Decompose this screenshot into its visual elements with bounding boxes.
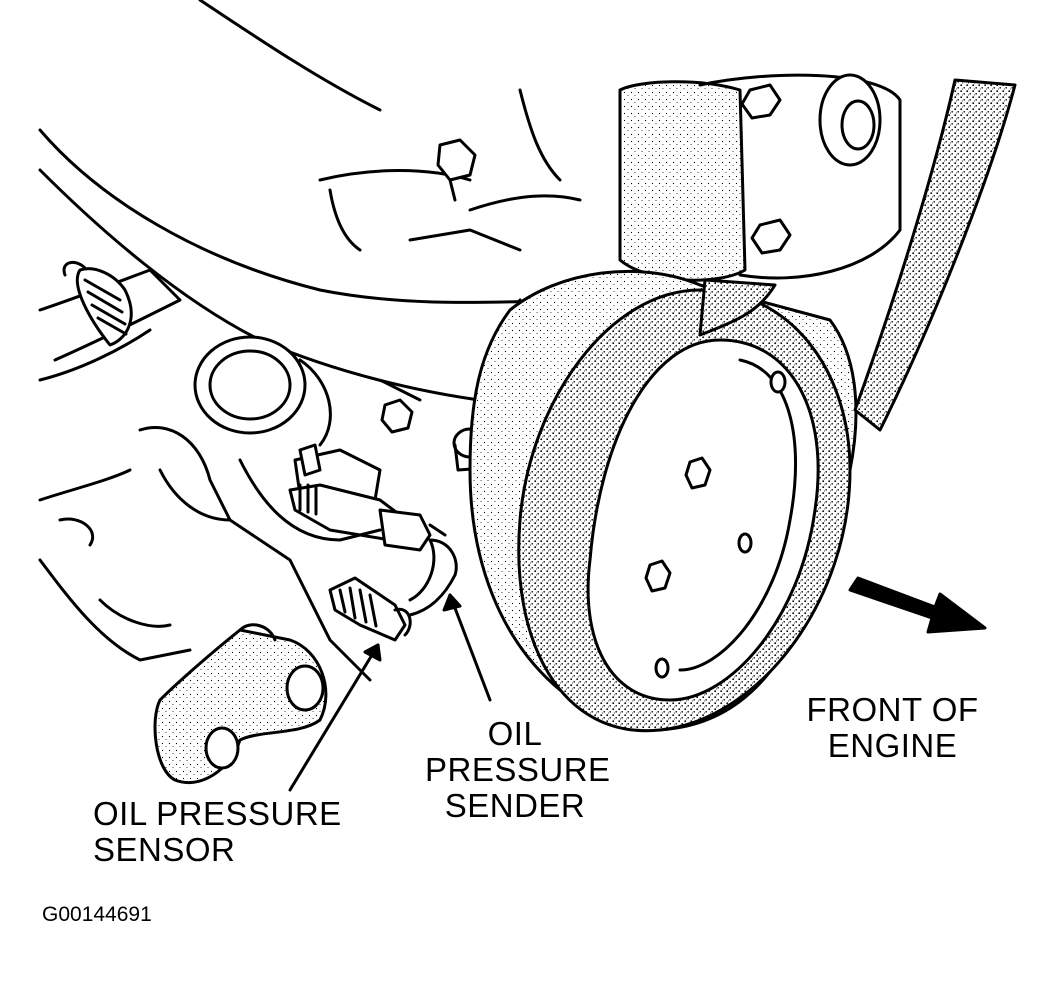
sender-label-line-2: PRESSURE: [425, 751, 611, 788]
oil-pressure-sensor-label: OIL PRESSURE SENSOR: [93, 796, 342, 868]
sender-leader-arrow: [442, 593, 492, 702]
sensor-leader-arrow: [288, 643, 382, 792]
bolt-top-left: [436, 138, 477, 202]
front-direction-arrow: [848, 576, 987, 634]
sensor-label-line-2: SENSOR: [93, 831, 236, 868]
sensor-label-line-1: OIL PRESSURE: [93, 795, 342, 832]
housing-outlet: [193, 335, 332, 447]
front-of-engine-label: FRONT OF ENGINE: [800, 692, 985, 764]
drive-belt: [698, 78, 1017, 432]
figure-id: G00144691: [42, 903, 152, 926]
sender-label-line-3: SENDER: [444, 787, 586, 824]
engine-block: [38, 88, 582, 682]
front-label-line-2: ENGINE: [827, 727, 958, 764]
crankshaft-pulley: [468, 269, 858, 733]
oil-pressure-sensor-body: [328, 538, 458, 642]
oil-pressure-sender-body: [238, 443, 447, 552]
sender-label-line-1: OIL: [487, 715, 543, 752]
hose-clamp: [38, 260, 182, 362]
bolt-mid: [380, 398, 414, 434]
water-pump: [618, 73, 902, 282]
oil-pressure-sender-label: OIL PRESSURE SENDER: [425, 715, 611, 824]
front-label-line-1: FRONT OF: [806, 691, 979, 728]
mounting-bracket: [153, 623, 328, 785]
